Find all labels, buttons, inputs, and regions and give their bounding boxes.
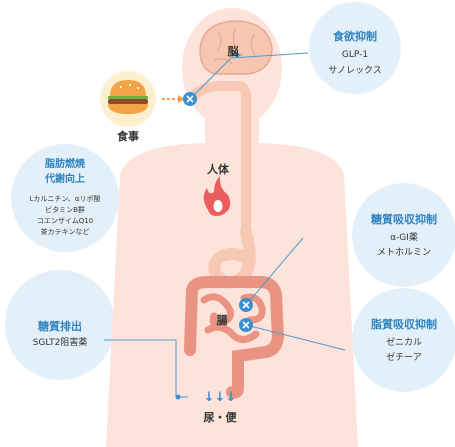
fat-burn-item: Lカルニチン、αリポ酸 bbox=[29, 195, 101, 203]
fat-absorb-title: 脂質吸収抑制 bbox=[371, 318, 437, 331]
food-label: 食事 bbox=[117, 130, 139, 143]
sugar-absorb-title: 糖質吸収抑制 bbox=[371, 213, 437, 226]
sugar-absorb-x-marker bbox=[239, 298, 253, 312]
excretion-label: 尿・便 bbox=[203, 411, 237, 424]
fat-burn-title: 代謝向上 bbox=[45, 174, 85, 185]
digestive-tract bbox=[185, 81, 256, 289]
brain-illustration bbox=[199, 20, 273, 75]
sugar-excrete-item: SGLT2阻害薬 bbox=[32, 338, 88, 348]
brain-label: 脳 bbox=[227, 45, 239, 58]
sugar-absorb-item: α-GI薬 bbox=[390, 233, 418, 243]
fat-absorb-bubble bbox=[352, 288, 455, 392]
sugar-excrete-title: 糖質排出 bbox=[38, 320, 82, 333]
sugar-absorb-item: メトホルミン bbox=[376, 248, 431, 258]
fat-burn-item: コエンザイムQ10 bbox=[36, 217, 94, 225]
burger-icon bbox=[100, 71, 156, 127]
food-arrow bbox=[162, 95, 185, 103]
appetite-item: GLP-1 bbox=[341, 50, 369, 60]
flame-icon bbox=[203, 176, 231, 216]
fat-absorb-item: ゼニカル bbox=[385, 338, 422, 348]
appetite-bubble bbox=[309, 2, 401, 94]
fat-burn-bubble bbox=[11, 144, 119, 252]
fat-absorb-x-marker bbox=[239, 318, 253, 332]
leader-lines bbox=[104, 52, 346, 398]
fat-burn-item: 茶カテキンなど bbox=[40, 228, 90, 236]
sugar-excrete-bubble bbox=[5, 270, 115, 380]
colon-dot bbox=[175, 394, 181, 400]
appetite-title: 食欲抑制 bbox=[333, 30, 377, 43]
fat-burn-item: ビタミンB群 bbox=[45, 206, 85, 214]
intestine-illustration bbox=[184, 276, 285, 399]
sugar-absorb-bubble bbox=[352, 183, 455, 287]
fat-burn-title: 脂肪燃焼 bbox=[45, 159, 85, 170]
excretion-arrows: ↓↓↓ bbox=[203, 390, 237, 405]
human-label: 人体 bbox=[207, 163, 229, 176]
appetite-item: サノレックス bbox=[328, 66, 382, 76]
intestine-label: 腸 bbox=[216, 314, 228, 327]
mouth-x-marker bbox=[183, 92, 197, 106]
fat-absorb-item: ゼチーア bbox=[386, 353, 422, 363]
brain-dot bbox=[234, 52, 240, 58]
